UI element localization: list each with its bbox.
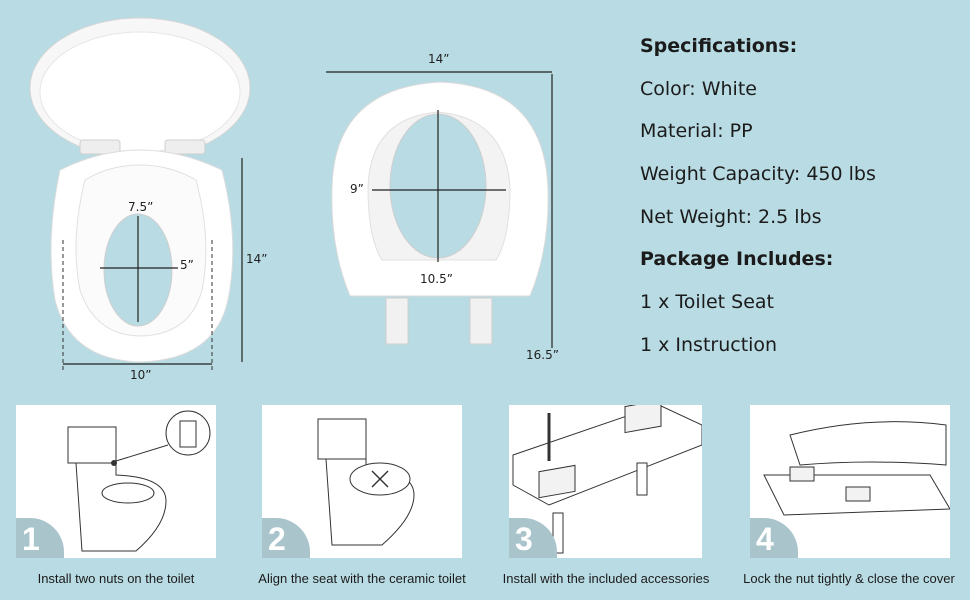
seat-length-label: 14”	[246, 252, 268, 266]
hole-width-label: 5”	[180, 258, 194, 272]
step-caption-1: Install two nuts on the toilet	[37, 571, 195, 586]
spec-material: Material: PP	[640, 120, 753, 143]
hole-length-label: 7.5”	[128, 200, 154, 214]
inner-width-label: 9”	[350, 182, 364, 196]
toilet-nuts-illustration	[67, 410, 211, 552]
spec-color: Color: White	[640, 77, 757, 100]
seat-figure-open: 7.5” 5” 14” 10”	[0, 0, 290, 390]
step-caption-3: Install with the included accessories	[502, 571, 710, 586]
seat-width-label: 10”	[130, 368, 152, 382]
lock-cover-illustration	[763, 421, 950, 516]
step-number: 4	[756, 521, 774, 557]
package-item-seat: 1 x Toilet Seat	[640, 291, 774, 314]
accessories-illustration	[512, 405, 702, 554]
package-item-instruction: 1 x Instruction	[640, 333, 778, 356]
step-number: 3	[515, 521, 533, 557]
step-card-1: 1	[16, 405, 216, 558]
specifications-panel: Specifications: Color: White Material: P…	[640, 32, 960, 374]
seat-figure-top: 14” 9” 10.5” 16.5”	[320, 48, 580, 370]
step-number: 2	[268, 521, 286, 557]
step-card-4: 4	[750, 405, 950, 558]
step-number: 1	[22, 521, 40, 557]
step-caption-2: Align the seat with the ceramic toilet	[258, 571, 466, 586]
seat-top-illustration	[326, 71, 553, 348]
step-caption-4: Lock the nut tightly & close the cover	[743, 571, 955, 586]
total-length-label: 16.5”	[526, 348, 559, 362]
step-card-2: 2	[262, 405, 462, 558]
step-card-3: 3	[509, 405, 702, 558]
top-width-label: 14”	[428, 52, 450, 66]
inner-length-label: 10.5”	[420, 272, 453, 286]
package-heading: Package Includes:	[640, 248, 834, 271]
spec-net-weight: Net Weight: 2.5 lbs	[640, 205, 822, 228]
toilet-align-illustration	[317, 418, 415, 546]
seat-open-illustration	[29, 17, 251, 370]
spec-weight-capacity: Weight Capacity: 450 lbs	[640, 163, 876, 186]
specifications-heading: Specifications:	[640, 35, 798, 57]
